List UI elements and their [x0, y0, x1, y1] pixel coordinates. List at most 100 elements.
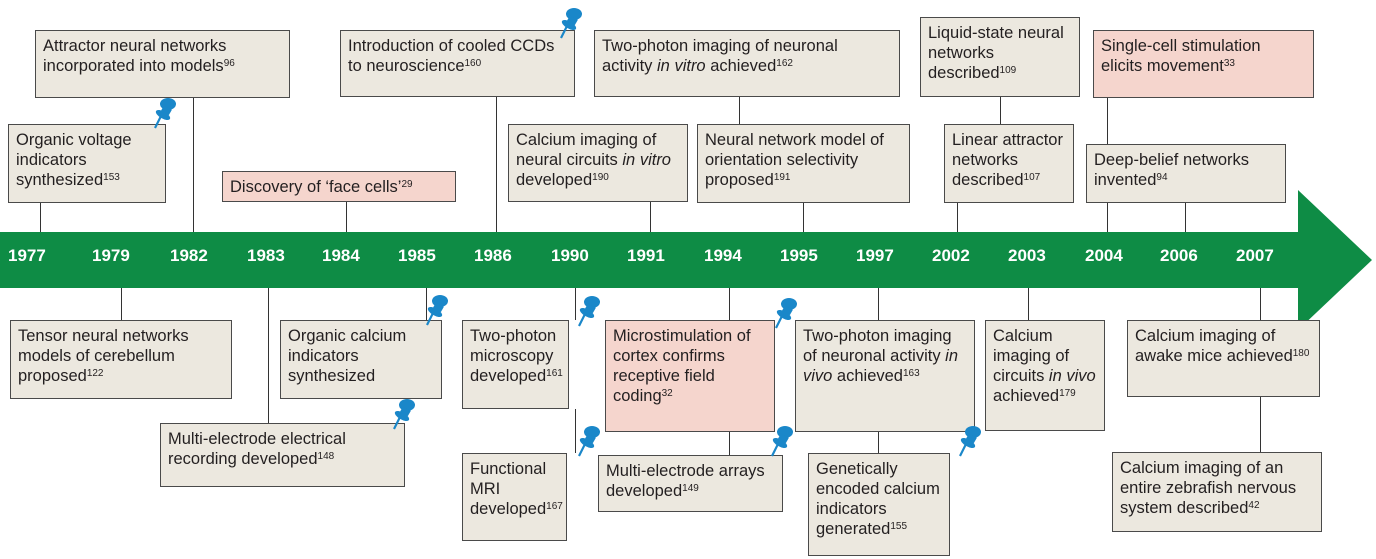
- reference-number: 161: [546, 368, 563, 379]
- connector-line: [268, 288, 270, 423]
- reference-number: 162: [776, 58, 793, 69]
- event-text: Liquid-state neural networks described: [928, 24, 1064, 82]
- year-label: 1990: [551, 246, 589, 265]
- year-label: 1984: [322, 246, 360, 265]
- event-box-zebrafish: Calcium imaging of an entire zebrafish n…: [1112, 452, 1322, 532]
- event-text: Calcium imaging of neural circuits in vi…: [516, 131, 671, 189]
- connector-line: [1028, 288, 1030, 320]
- event-box-liquid-state: Liquid-state neural networks described10…: [920, 17, 1080, 97]
- reference-number: 122: [86, 368, 104, 379]
- event-text: Organic voltage indicators synthesized: [16, 131, 132, 189]
- event-text: Linear attractor networks described: [952, 131, 1063, 189]
- connector-line: [729, 432, 731, 455]
- reference-number: 180: [1292, 348, 1310, 359]
- event-text: Discovery of ‘face cells’: [230, 178, 402, 196]
- pushpin-icon: [578, 296, 600, 327]
- event-text: Two-photon imaging of neuronal activity …: [803, 327, 959, 385]
- reference-number: 107: [1023, 172, 1041, 183]
- reference-number: 42: [1248, 500, 1260, 511]
- event-text: Microstimulation of cortex confirms rece…: [613, 327, 751, 405]
- event-box-calcium-vitro: Calcium imaging of neural circuits in vi…: [508, 124, 688, 202]
- year-label: 1983: [247, 246, 285, 265]
- event-box-attractor: Attractor neural networks incorporated i…: [35, 30, 290, 98]
- pushpin-icon: [560, 8, 582, 39]
- reference-number: 191: [773, 172, 791, 183]
- event-text: Multi-electrode electrical recording dev…: [168, 430, 346, 468]
- reference-number: 29: [401, 179, 413, 190]
- pushpin-icon: [959, 426, 981, 457]
- event-text: Functional MRI developed: [470, 460, 547, 518]
- event-text: Introduction of cooled CCDs to neuroscie…: [348, 37, 555, 75]
- reference-number: 148: [317, 451, 335, 462]
- reference-number: 167: [546, 501, 563, 512]
- pushpin-icon: [775, 298, 797, 329]
- event-box-multi-electrode-arr: Multi-electrode arrays developed149: [598, 455, 783, 512]
- connector-line: [729, 288, 731, 320]
- year-label: 1994: [704, 246, 742, 265]
- year-label: 2004: [1085, 246, 1123, 265]
- connector-line: [1185, 203, 1187, 232]
- event-box-calcium-vivo: Calcium imaging of circuits in vivo achi…: [985, 320, 1105, 431]
- reference-number: 179: [1059, 388, 1076, 399]
- reference-number: 109: [999, 65, 1017, 76]
- event-box-fmri: Functional MRI developed167: [462, 453, 567, 541]
- year-label: 2002: [932, 246, 970, 265]
- reference-number: 163: [902, 368, 920, 379]
- event-text: Genetically encoded calcium indicators g…: [816, 460, 940, 538]
- connector-line: [1260, 397, 1262, 452]
- pushpin-icon: [771, 426, 793, 457]
- event-text: Tensor neural networks models of cerebel…: [18, 327, 189, 385]
- event-box-cooled-ccds: Introduction of cooled CCDs to neuroscie…: [340, 30, 575, 97]
- event-box-organic-voltage: Organic voltage indicators synthesized15…: [8, 124, 166, 203]
- connector-line: [878, 432, 880, 453]
- connector-line: [1260, 288, 1262, 320]
- year-label: 1997: [856, 246, 894, 265]
- reference-number: 32: [661, 388, 673, 399]
- event-box-linear-attractor: Linear attractor networks described107: [944, 124, 1074, 203]
- reference-number: 190: [592, 172, 609, 183]
- event-text: Deep-belief networks invented: [1094, 151, 1249, 189]
- pushpin-icon: [578, 426, 600, 457]
- year-label: 1979: [92, 246, 130, 265]
- connector-line: [346, 202, 348, 232]
- reference-number: 155: [890, 521, 908, 532]
- year-label: 1995: [780, 246, 818, 265]
- event-text: Single-cell stimulation elicits movement: [1101, 37, 1261, 75]
- event-box-microstim: Microstimulation of cortex confirms rece…: [605, 320, 775, 432]
- event-text: Multi-electrode arrays developed: [606, 462, 765, 500]
- reference-number: 33: [1223, 58, 1235, 69]
- connector-line: [40, 203, 42, 232]
- year-label: 1986: [474, 246, 512, 265]
- reference-number: 149: [682, 483, 699, 494]
- year-label: 1982: [170, 246, 208, 265]
- event-box-multi-electrode-rec: Multi-electrode electrical recording dev…: [160, 423, 405, 487]
- year-label: 1991: [627, 246, 665, 265]
- pushpin-icon: [154, 98, 176, 129]
- reference-number: 96: [223, 58, 235, 69]
- event-box-single-cell: Single-cell stimulation elicits movement…: [1093, 30, 1314, 98]
- event-box-awake-mice: Calcium imaging of awake mice achieved18…: [1127, 320, 1320, 397]
- event-text: Calcium imaging of circuits in vivo achi…: [993, 327, 1096, 405]
- connector-line: [650, 202, 652, 232]
- reference-number: 94: [1156, 172, 1168, 183]
- reference-number: 160: [464, 58, 482, 69]
- event-box-two-photon-vivo: Two-photon imaging of neuronal activity …: [795, 320, 975, 432]
- event-box-two-photon-vitro: Two-photon imaging of neuronal activity …: [594, 30, 900, 97]
- event-text: Calcium imaging of an entire zebrafish n…: [1120, 459, 1297, 517]
- connector-line: [878, 288, 880, 320]
- event-text: Calcium imaging of awake mice achieved: [1135, 327, 1293, 365]
- event-text: Two-photon microscopy developed: [470, 327, 557, 385]
- year-label: 1985: [398, 246, 436, 265]
- reference-number: 153: [103, 172, 120, 183]
- event-text: Attractor neural networks incorporated i…: [43, 37, 227, 75]
- event-box-face-cells: Discovery of ‘face cells’29: [222, 171, 456, 202]
- event-box-organic-calcium: Organic calcium indicators synthesized: [280, 320, 442, 399]
- connector-line: [496, 97, 498, 232]
- connector-line: [739, 97, 741, 124]
- pushpin-icon: [426, 295, 448, 326]
- event-box-tensor: Tensor neural networks models of cerebel…: [10, 320, 232, 399]
- connector-line: [575, 409, 577, 453]
- event-box-deep-belief: Deep-belief networks invented94: [1086, 144, 1286, 203]
